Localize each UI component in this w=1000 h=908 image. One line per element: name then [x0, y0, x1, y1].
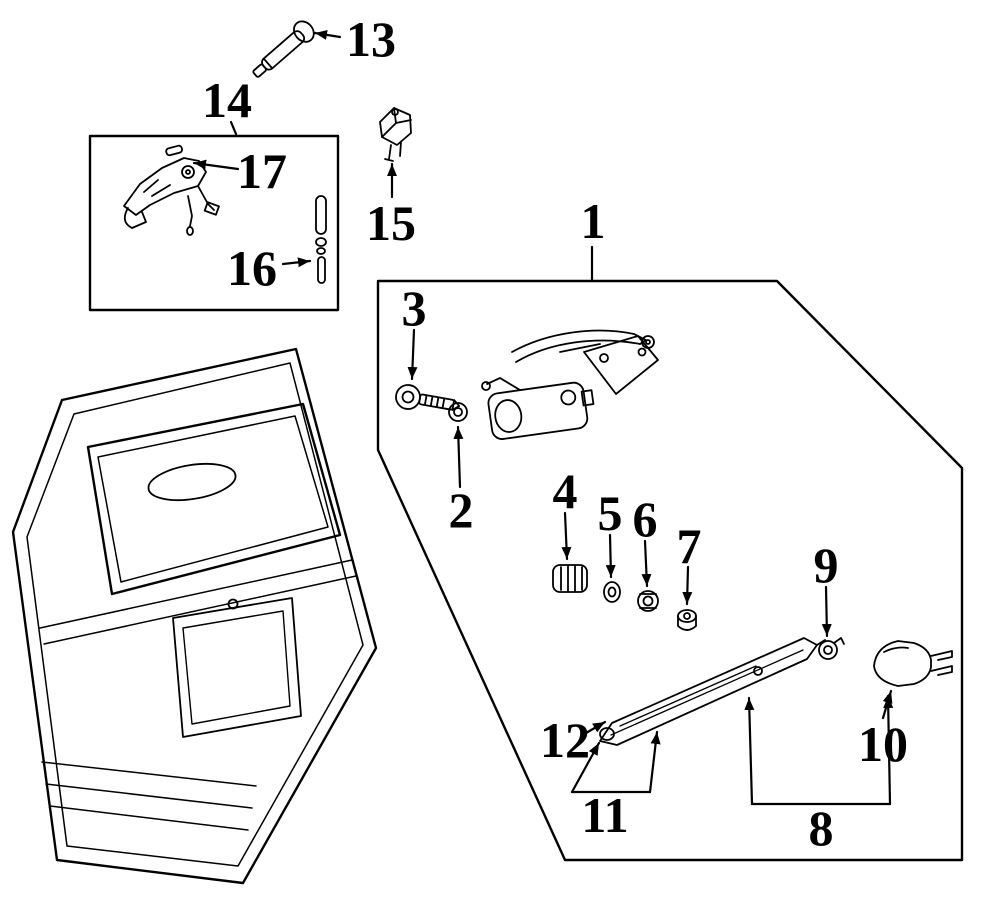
arrow-10 [881, 689, 893, 720]
callout-3[interactable]: 3 [401, 280, 427, 336]
callout-10[interactable]: 10 [858, 716, 908, 772]
license-plate-recess [172, 597, 302, 738]
callout-7[interactable]: 7 [676, 518, 702, 574]
assembly-boundary [376, 279, 964, 862]
arrow-5 [605, 533, 616, 579]
callout-6[interactable]: 6 [632, 491, 658, 547]
clip-nut-part [818, 637, 845, 660]
leader-arrows [192, 29, 894, 806]
liftgate-latch-part [123, 144, 220, 236]
callout-15[interactable]: 15 [366, 195, 416, 251]
arrow-16 [281, 257, 312, 268]
callout-13[interactable]: 13 [346, 11, 396, 67]
arrow-11a [570, 741, 601, 794]
wiper-switch-part [379, 107, 412, 162]
liftgate-window [86, 402, 342, 596]
leader-14 [229, 120, 238, 136]
body-crease-lines [39, 559, 357, 831]
ferrule-nut-part [677, 609, 697, 631]
pivot-bolt-part [395, 384, 461, 411]
arrow-17 [192, 159, 240, 171]
callout-16[interactable]: 16 [227, 240, 277, 296]
callout-11[interactable]: 11 [581, 787, 629, 843]
arrow-13 [313, 29, 342, 40]
callout-17[interactable]: 17 [237, 143, 287, 199]
grommet-part [552, 564, 588, 593]
arrow-12 [584, 720, 607, 735]
arrow-7 [682, 565, 693, 606]
arrow-6 [641, 539, 652, 588]
key-blank-part [252, 20, 315, 78]
callout-5[interactable]: 5 [597, 485, 623, 541]
arrow-11b [648, 730, 661, 794]
arrow-9 [821, 585, 832, 638]
callout-8[interactable]: 8 [808, 800, 834, 856]
arrow-8a [744, 696, 755, 806]
wiper-arm-cap-part [873, 640, 953, 687]
striker-pin-part [315, 195, 327, 284]
callout-14[interactable]: 14 [202, 72, 252, 128]
callout-2[interactable]: 2 [448, 482, 474, 538]
pivot-nut-part [448, 402, 468, 422]
arrow-8b [883, 694, 894, 806]
hex-nut-part [637, 590, 659, 612]
arrow-3 [407, 328, 418, 381]
callout-9[interactable]: 9 [813, 537, 839, 593]
callout-12[interactable]: 12 [540, 712, 590, 768]
lock-parts-box [88, 134, 340, 312]
wiper-motor-assembly [481, 329, 659, 440]
liftgate-handle-recess [147, 462, 237, 502]
arrow-2 [453, 425, 464, 489]
callout-4[interactable]: 4 [552, 463, 578, 519]
washer-part [603, 581, 621, 603]
liftgate-panel [11, 347, 378, 885]
arrow-4 [561, 511, 572, 561]
callout-1[interactable]: 1 [580, 193, 606, 249]
rear-wiper-arm-blade [599, 637, 826, 746]
